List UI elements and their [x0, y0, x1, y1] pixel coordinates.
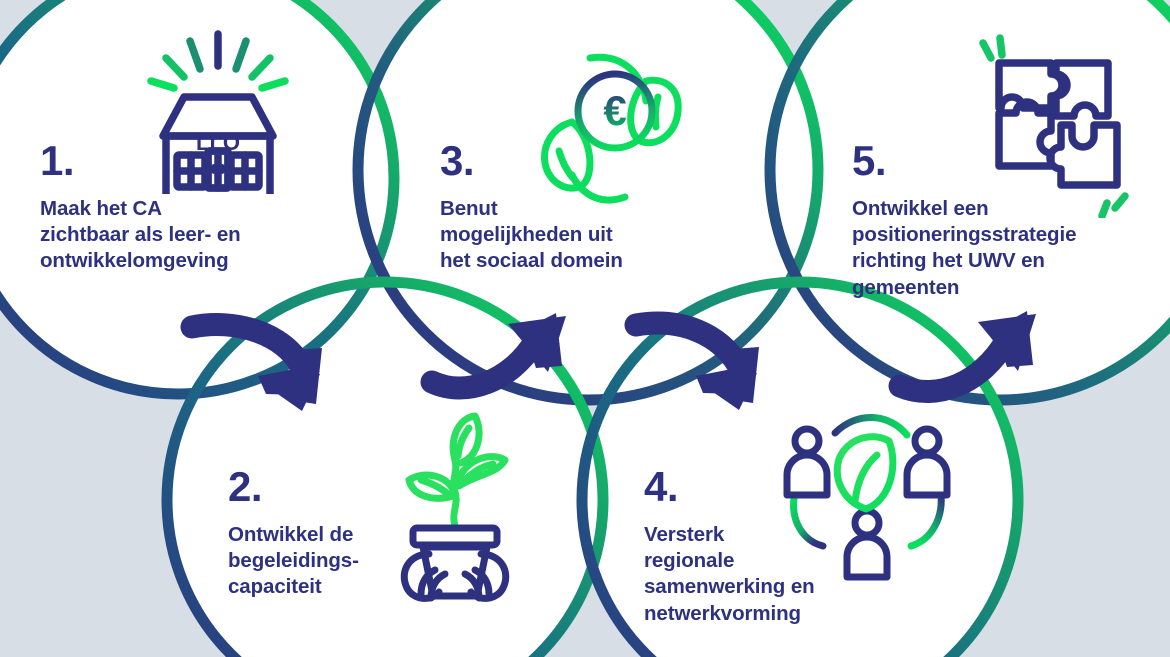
step-number-3: 3.	[440, 137, 475, 184]
building-llo-label: LLO	[196, 130, 240, 155]
arrow-step1-to-step2	[180, 313, 322, 411]
step-card-3: 3. Benut mogelijkheden uit het sociaal d…	[440, 140, 710, 275]
step-text-4: Versterk regionale samenwerking en netwe…	[644, 523, 815, 625]
puzzle-pieces-icon	[955, 28, 1130, 223]
circle-ring-step5	[764, 0, 1170, 406]
hands-holding-plant-pot-icon	[385, 408, 525, 613]
step-card-1: 1. Maak het CA zichtbaar als leer- en on…	[40, 140, 330, 275]
arrow-step3-to-step4	[624, 311, 759, 410]
step-number-1: 1.	[40, 137, 75, 184]
euro-symbol-label: €	[603, 87, 626, 134]
arrow-step4-to-step5	[888, 311, 1036, 403]
circle-ring-step4	[576, 276, 1024, 657]
step-text-1: Maak het CA zichtbaar als leer- en ontwi…	[40, 197, 241, 273]
step-text-5: Ontwikkel een positioneringsstrategie ri…	[852, 197, 1077, 299]
circle-ring-step3	[352, 0, 824, 406]
step-number-5: 5.	[852, 137, 887, 184]
circle-ring-step1	[0, 0, 400, 400]
circle-ring-step2	[161, 276, 609, 657]
step-number-2: 2.	[228, 463, 263, 510]
euro-coin-with-leaves-icon: €	[515, 45, 705, 225]
step-text-2: Ontwikkel de begeleidings- capaciteit	[228, 523, 359, 599]
step-card-5: 5. Ontwikkel een positioneringsstrategie…	[852, 140, 1122, 301]
people-network-leaf-icon	[765, 405, 965, 595]
step-number-4: 4.	[644, 463, 679, 510]
step-card-2: 2. Ontwikkel de begeleidings- capaciteit	[228, 466, 428, 601]
arrow-step2-to-step3	[420, 313, 566, 400]
step-card-4: 4. Versterk regionale samenwerking en ne…	[644, 466, 864, 627]
school-building-llo-icon: LLO	[118, 24, 318, 215]
step-text-3: Benut mogelijkheden uit het sociaal dome…	[440, 197, 623, 273]
